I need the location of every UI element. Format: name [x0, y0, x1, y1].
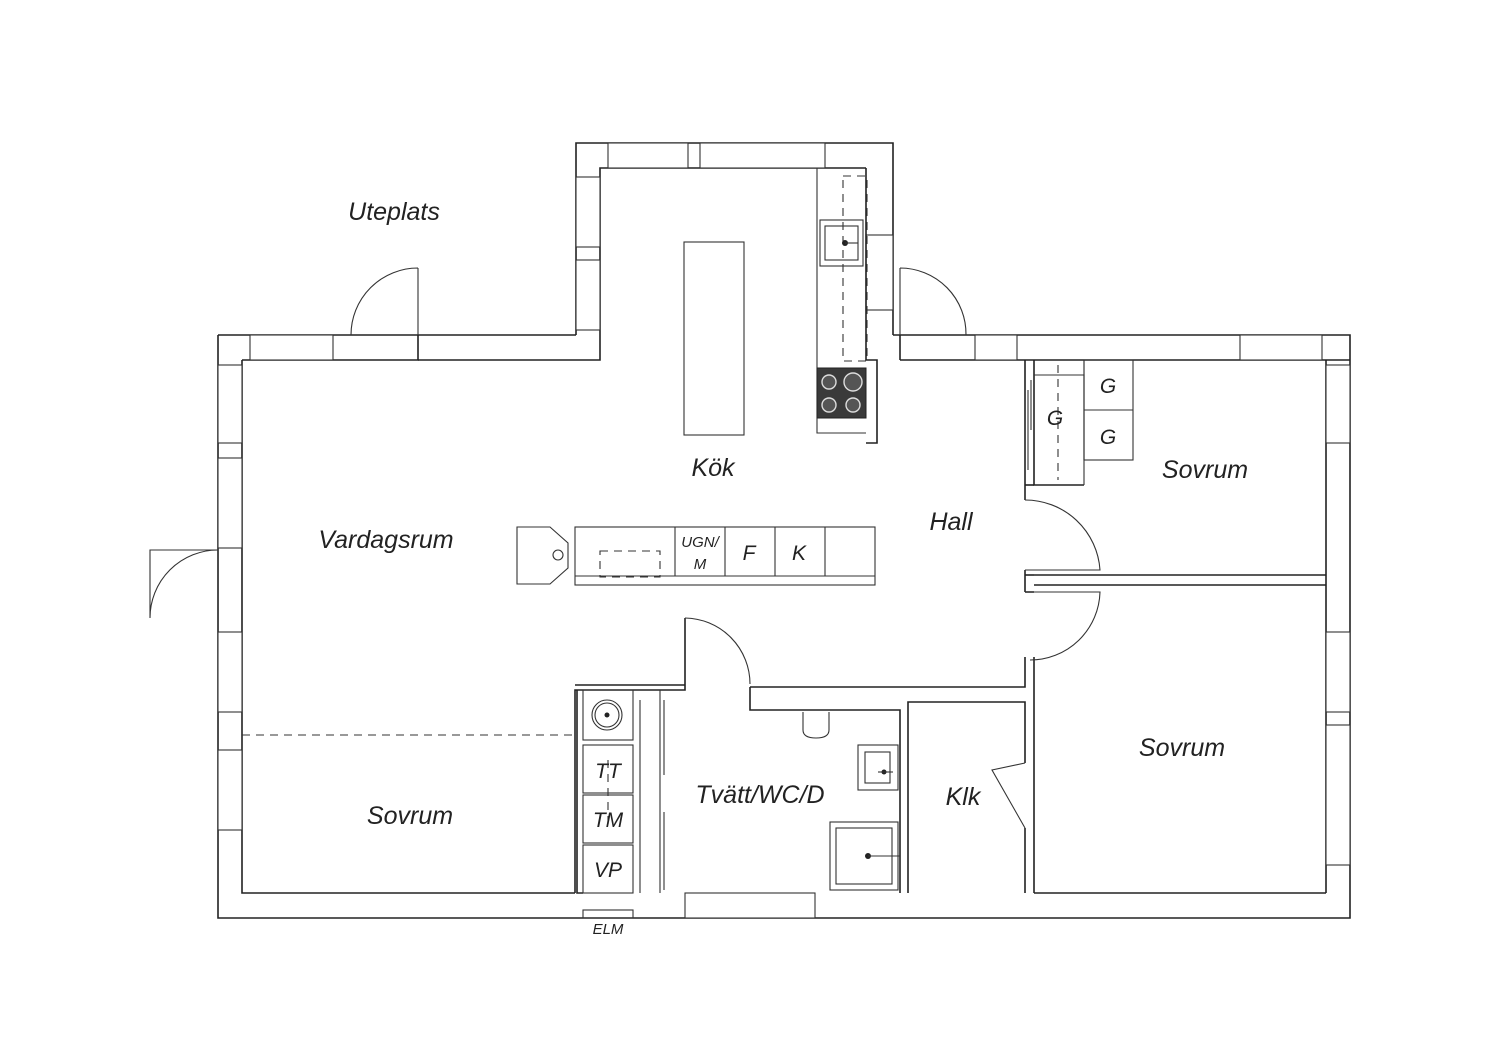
- door-bedroom-e: [1025, 591, 1101, 661]
- window: [1325, 631, 1351, 713]
- kitchen-sink: [819, 219, 864, 267]
- label-kok: Kök: [691, 454, 736, 482]
- label-tt: TT: [595, 760, 623, 783]
- label-sovrum-ne: Sovrum: [1162, 456, 1248, 484]
- door-klk: [991, 762, 1026, 829]
- door-livingroom-exterior: [149, 549, 219, 619]
- door-bedroom-ne: [1024, 499, 1101, 571]
- window: [699, 142, 826, 169]
- label-vardagsrum: Vardagsrum: [318, 526, 453, 554]
- label-sovrum-e: Sovrum: [1139, 734, 1225, 762]
- elm-box: [582, 909, 634, 919]
- door-tvatt: [684, 617, 751, 685]
- label-ugn-1: UGN/: [681, 534, 720, 551]
- label-klk: Klk: [946, 783, 982, 811]
- room-labels: Uteplats Kök Vardagsrum Hall Sovrum Sovr…: [318, 198, 1248, 938]
- window: [1325, 724, 1351, 866]
- window: [249, 334, 334, 361]
- window: [217, 749, 243, 831]
- label-tvatt: Tvätt/WC/D: [695, 781, 824, 809]
- window: [217, 631, 243, 713]
- window: [575, 259, 601, 331]
- window: [865, 234, 894, 311]
- fixture-labels: G G G UGN/ M F K TT TM VP: [593, 375, 1116, 882]
- label-g-bottom: G: [1100, 426, 1116, 449]
- windows: [217, 142, 1351, 919]
- label-elm: ELM: [593, 921, 624, 938]
- label-freezer: K: [792, 542, 807, 565]
- label-ugn-2: M: [694, 556, 707, 573]
- label-uteplats: Uteplats: [348, 198, 440, 226]
- window: [217, 364, 243, 444]
- stove-fireplace: [516, 526, 569, 585]
- label-tm: TM: [593, 809, 624, 832]
- label-g-closet: G: [1047, 407, 1063, 430]
- interior-walls: [574, 168, 1326, 894]
- door-uteplats: [350, 267, 419, 336]
- label-vp: VP: [594, 859, 622, 882]
- window: [607, 142, 689, 169]
- window: [974, 334, 1018, 361]
- washbasin-round: [591, 699, 623, 731]
- window: [1239, 334, 1323, 361]
- kitchen-fixtures: [516, 168, 876, 586]
- doors: [149, 267, 1101, 829]
- bathroom-fixtures: [582, 689, 900, 894]
- bathroom-sink: [857, 744, 899, 791]
- label-fridge: F: [743, 542, 757, 565]
- window: [575, 176, 601, 248]
- label-hall: Hall: [929, 508, 974, 536]
- kitchen-island: [683, 241, 745, 436]
- window: [1325, 364, 1351, 444]
- door-kitchen-exterior: [899, 267, 967, 336]
- hall-closets: [1027, 359, 1134, 485]
- window: [684, 892, 816, 919]
- label-sovrum-sw: Sovrum: [367, 802, 453, 830]
- toilet: [802, 712, 830, 739]
- window: [217, 457, 243, 549]
- label-g-top: G: [1100, 375, 1116, 398]
